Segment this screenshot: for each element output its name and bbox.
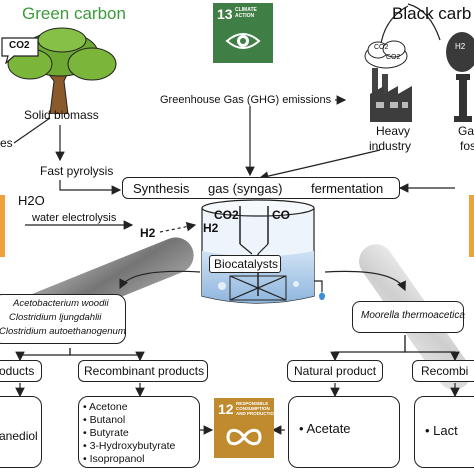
cloud-h2-label: H2 — [455, 42, 466, 51]
list-left-partial-item: anediol — [0, 429, 38, 443]
arrow-reactor-right — [324, 270, 406, 292]
organism-right-1: Moorella thermoacetica — [361, 310, 465, 321]
sdg13-number: 13 — [217, 6, 233, 22]
list-left-partial-box: anediol — [0, 396, 42, 468]
reactor-co2-label: CO2 — [214, 208, 239, 222]
orange-strip-right — [469, 195, 474, 257]
sdg12-line2: CONSUMPTION — [236, 406, 270, 411]
natural-products-left-label: oducts — [0, 364, 35, 378]
natural-product-right-label: Natural product — [294, 364, 377, 378]
eye-globe-icon — [225, 33, 261, 49]
sdg13-line1: CLIMATE — [235, 7, 257, 13]
list-natural-right-item: • Acetate — [299, 421, 351, 436]
residues-label: es — [0, 136, 13, 150]
co2-bubble-icon — [1, 37, 39, 64]
bioreactor-icon — [201, 199, 325, 304]
list-recombinant-item-4: • 3-Hydroxybutyrate — [83, 440, 176, 452]
list-recombinant-text-3: Butyrate — [89, 427, 129, 439]
recombinant-right-label: Recombi — [421, 364, 469, 378]
list-recombinant-text-4: 3-Hydroxybutyrate — [89, 440, 176, 452]
organism-left-2: Clostridium ljungdahlii — [9, 312, 102, 323]
sdg12-line3: AND PRODUCTION — [236, 411, 278, 416]
heavy-industry-line1: Heavy — [376, 124, 411, 138]
ghg-label: Greenhouse Gas (GHG) emissions — [160, 94, 332, 106]
arrow-org-left-natural — [15, 348, 71, 362]
emission-cloud-icon — [364, 40, 408, 69]
green-carbon-title: Green carbon — [22, 4, 126, 23]
arrow-residues — [13, 117, 51, 144]
list-recombinant-right-text: Lact — [433, 423, 458, 438]
organisms-right-box: Moorella thermoacetica — [352, 301, 465, 333]
gas-fossil-line2: fos — [460, 139, 474, 153]
co2-bubble-label: CO2 — [9, 40, 30, 51]
arrow-pyrolysis-syngas — [59, 180, 122, 195]
list-recombinant-right-item: • Lact — [425, 423, 458, 438]
list-recombinant-item-2: • Butanol — [83, 414, 126, 426]
sdg13-tile: 13 CLIMATE ACTION — [213, 3, 273, 63]
cloud-co2-a: CO2 — [374, 44, 389, 51]
recombinant-products-left-box: Recombinant products — [78, 360, 208, 382]
water-electrolysis-label: water electrolysis — [32, 212, 117, 224]
natural-products-left-box: oducts — [0, 360, 42, 382]
arrow-org-left-recomb — [69, 348, 145, 362]
list-natural-right-text: Acetate — [306, 421, 351, 436]
organism-left-3: Clostridium autoethanogenum — [0, 326, 126, 337]
list-recombinant-text-1: Acetone — [89, 401, 128, 413]
arrow-industry-syngas — [258, 149, 381, 181]
solid-biomass-label: Solid biomass — [24, 108, 99, 122]
black-carbon-title: Black carb — [392, 4, 472, 23]
h2o-label: H2O — [18, 193, 45, 208]
recombinant-products-left-label: Recombinant products — [84, 364, 205, 378]
list-recombinant-text-2: Butanol — [89, 414, 126, 426]
syngas-synthesis: Synthesis — [133, 181, 190, 196]
list-recombinant-item-3: • Butyrate — [83, 427, 129, 439]
syngas-gas: gas (syngas) — [208, 181, 283, 196]
recombinant-right-box: Recombi — [412, 360, 474, 382]
organisms-left-box: Acetobacterium woodii Clostridium ljungd… — [0, 294, 126, 344]
syngas-fermentation: fermentation — [311, 181, 384, 196]
sdg13-line2: ACTION — [235, 13, 255, 19]
organism-left-1: Acetobacterium woodii — [13, 298, 109, 309]
cloud-co2-b: CO2 — [386, 54, 401, 61]
fossil-pump-icon — [454, 74, 472, 122]
arrow-org-right-natural — [330, 335, 406, 362]
h2-cloud-icon — [446, 32, 474, 72]
list-recombinant-item-1: • Acetone — [83, 401, 128, 413]
gas-fossil-line1: Ga — [458, 124, 474, 138]
list-recombinant-item-5: • Isopropanol — [83, 453, 145, 465]
sdg12-tile: 12 RESPONSIBLE CONSUMPTION AND PRODUCTIO… — [214, 398, 278, 458]
reactor-co-label: CO — [272, 208, 290, 222]
arrow-fossil-up — [407, 3, 441, 41]
natural-product-right-box: Natural product — [287, 360, 383, 382]
heavy-industry-line2: industry — [369, 139, 412, 153]
sdg12-line1: RESPONSIBLE — [236, 401, 269, 406]
sdg12-number: 12 — [218, 401, 234, 417]
reactor-h2-label: H2 — [203, 221, 219, 235]
syngas-fermentation-box: Synthesis gas (syngas) fermentation — [122, 177, 400, 199]
list-recombinant-right-box: • Lact — [414, 396, 474, 468]
biocatalysts-box: Biocatalysts — [209, 255, 281, 273]
infinity-icon — [226, 428, 262, 446]
h2-left-label: H2 — [140, 226, 156, 240]
list-recombinant-text-5: Isopropanol — [89, 453, 145, 465]
arrow-h2-dashed — [159, 221, 197, 233]
orange-strip-left — [0, 195, 5, 257]
arrow-org-right-recomb — [404, 335, 460, 362]
factory-icon — [370, 68, 412, 122]
list-natural-right-box: • Acetate — [288, 396, 400, 468]
arrow-reactor-left — [119, 270, 201, 290]
biocatalysts-label: Biocatalysts — [214, 257, 279, 271]
fast-pyrolysis-label: Fast pyrolysis — [40, 164, 114, 178]
list-recombinant-box: • Acetone • Butanol • Butyrate • 3-Hydro… — [78, 396, 200, 468]
